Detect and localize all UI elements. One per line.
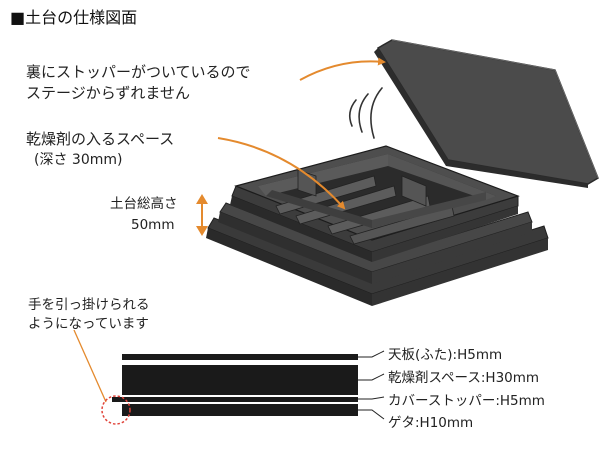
layer-label-lid: 天板(ふた):H5mm bbox=[388, 347, 503, 363]
layer-desiccant bbox=[122, 365, 358, 395]
stopper-note-line1: 裏にストッパーがついているので bbox=[26, 63, 251, 81]
stopper-note-line2: ステージからずれません bbox=[26, 84, 190, 102]
lid-panel bbox=[374, 39, 599, 188]
desiccant-space-note: 乾燥剤の入るスペース bbox=[26, 130, 175, 148]
layer-label-cover-stopper: カバーストッパー:H5mm bbox=[388, 393, 545, 409]
base-tray bbox=[206, 145, 549, 306]
motion-arcs bbox=[348, 87, 383, 139]
base-height-label: 土台総高さ bbox=[110, 196, 178, 212]
layer-label-desiccant: 乾燥剤スペース:H30mm bbox=[388, 370, 540, 386]
leader-lines bbox=[358, 350, 385, 420]
layer-lid bbox=[122, 354, 358, 360]
cross-section bbox=[112, 354, 358, 416]
desiccant-depth-note: (深さ 30mm) bbox=[34, 152, 123, 168]
callout-arrows bbox=[217, 57, 386, 210]
layer-cover-stopper bbox=[112, 397, 358, 402]
grip-note-line1: 手を引っ掛けられる bbox=[28, 297, 150, 313]
height-arrow bbox=[196, 194, 208, 236]
base-height-value: 50mm bbox=[131, 217, 175, 233]
layer-label-geta: ゲタ:H10mm bbox=[388, 415, 474, 431]
grip-indicator bbox=[73, 329, 131, 425]
grip-note: 手を引っ掛けられる ようになっています bbox=[28, 296, 150, 334]
page-title: ■土台の仕様図面 bbox=[10, 8, 138, 27]
stopper-note: 裏にストッパーがついているので ステージからずれません bbox=[26, 62, 251, 104]
layer-geta bbox=[122, 404, 358, 416]
grip-note-line2: ようになっています bbox=[28, 316, 149, 332]
